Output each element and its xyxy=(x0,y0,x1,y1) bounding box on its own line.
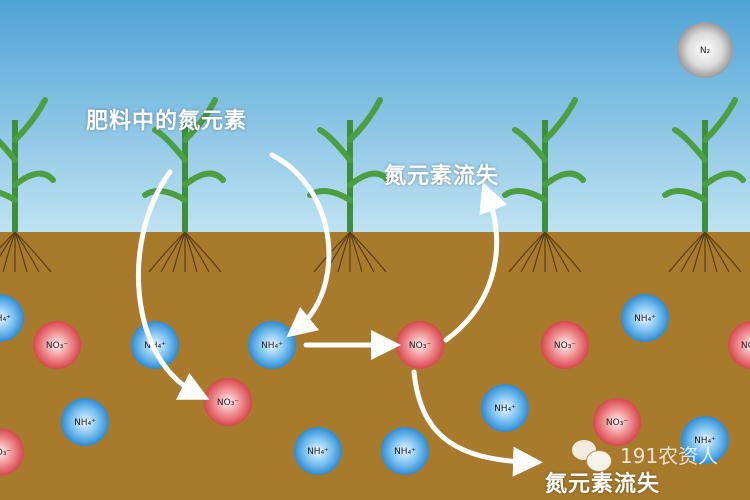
ammonium-ion: NH₄⁺ xyxy=(61,398,109,446)
ammonium-ion: NH₄⁺ xyxy=(621,294,669,342)
flow-arrow xyxy=(135,169,210,400)
ion-label: NH₄⁺ xyxy=(494,404,516,414)
corn-plant xyxy=(662,97,746,273)
ion-label: NO₃⁻ xyxy=(741,341,750,351)
ion-label: NO₃⁻ xyxy=(217,398,239,408)
soil xyxy=(0,232,750,500)
nitrate-ion: NO₃⁻ xyxy=(728,321,750,369)
nitrate-ion: NO₃⁻ xyxy=(204,378,252,426)
nitrate-ion: NO₃⁻ xyxy=(593,398,641,446)
ion-label: NH₄⁺ xyxy=(74,418,96,428)
ion-label: NH₄⁺ xyxy=(261,341,283,351)
ion-label: NH₄⁺ xyxy=(634,314,656,324)
ion-label: NH₄⁺ xyxy=(394,447,416,457)
wechat-icon xyxy=(572,440,612,472)
flow-arrow xyxy=(269,152,332,338)
ammonium-ion: NH₄⁺ xyxy=(681,416,729,464)
nitrogen-loss-air-label: 氮元素流失 xyxy=(384,164,500,189)
corn-plant xyxy=(142,97,226,273)
nitrate-ion: NO₃⁻ xyxy=(0,428,24,476)
ion-label: NH₄⁺ xyxy=(0,314,11,324)
sky xyxy=(0,0,750,233)
ammonium-ion: NH₄⁺ xyxy=(481,384,529,432)
ion-label: NH₄⁺ xyxy=(307,447,329,457)
watermark: 191农资人 xyxy=(620,444,719,468)
fertilizer-nitrogen-label: 肥料中的氮元素 xyxy=(86,109,248,134)
ion-label: N₂ xyxy=(700,46,711,56)
flow-arrow xyxy=(443,182,508,343)
ion-label: NO₃⁻ xyxy=(46,341,68,351)
ammonium-ion: NH₄⁺ xyxy=(294,427,342,475)
nitrate-ion: NO₃⁻ xyxy=(396,321,444,369)
ion-label: NO₃⁻ xyxy=(0,448,11,458)
flow-arrow xyxy=(411,369,543,477)
nitrogen-gas-ion: N₂ xyxy=(677,22,733,78)
nitrate-ion: NO₃⁻ xyxy=(541,321,589,369)
corn-plant xyxy=(502,97,586,273)
corn-plant xyxy=(0,97,56,273)
nitrogen-loss-soil-label: 氮元素流失 xyxy=(545,472,661,497)
ammonium-ion: NH₄⁺ xyxy=(248,321,296,369)
nitrate-ion: NO₃⁻ xyxy=(33,321,81,369)
ion-label: NO₃⁻ xyxy=(554,341,576,351)
ammonium-ion: NH₄⁺ xyxy=(381,427,429,475)
ion-label: NO₃⁻ xyxy=(606,418,628,428)
ammonium-ion: NH₄⁺ xyxy=(0,294,24,342)
ion-label: NH₄⁺ xyxy=(694,436,716,446)
ion-label: NO₃⁻ xyxy=(409,341,431,351)
